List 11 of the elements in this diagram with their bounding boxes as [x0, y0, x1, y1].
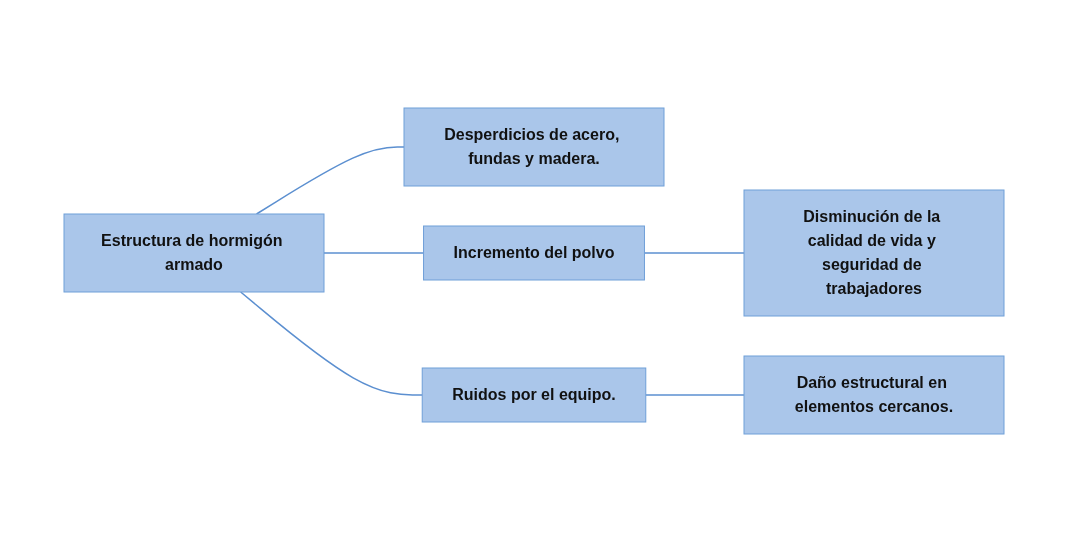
connector	[644, 393, 745, 396]
connector	[643, 251, 745, 254]
connector	[255, 145, 405, 215]
node-box: Incremento del polvo	[422, 225, 645, 280]
connector	[322, 251, 424, 254]
node-box: Estructura de hormigón armado	[63, 213, 324, 292]
node-box: Disminución de la calidad de vida y seguridad de trabajadores	[743, 189, 1004, 316]
node-box: Desperdicios de acero, fundas y madera.	[403, 107, 664, 186]
node-box: Ruidos por el equipo.	[421, 367, 646, 422]
connector	[239, 290, 423, 396]
node-box: Daño estructural en elementos cercanos.	[743, 355, 1004, 434]
